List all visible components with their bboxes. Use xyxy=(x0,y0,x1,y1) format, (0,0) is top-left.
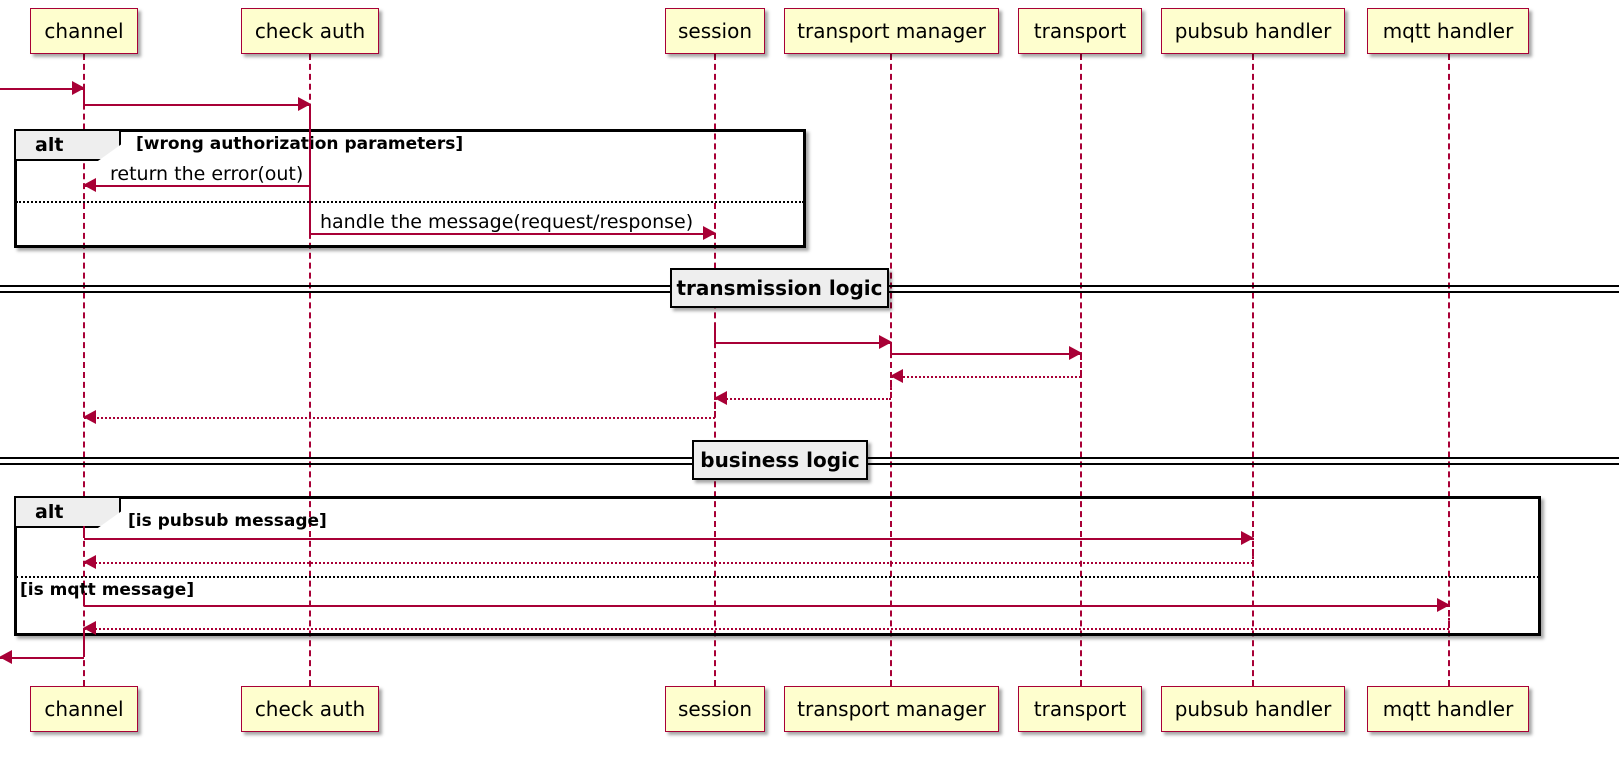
message-arrowhead-m9 xyxy=(1241,531,1254,545)
sep-business: business logic xyxy=(692,440,868,480)
message-arrowhead-m1 xyxy=(298,97,311,111)
group-tag-alt-auth: alt xyxy=(16,131,121,161)
message-shaft-m6 xyxy=(891,376,1081,378)
message-shaft-m12 xyxy=(84,628,1449,630)
message-shaft-m3 xyxy=(310,233,715,235)
riser-session-channel xyxy=(714,398,716,417)
participant-bottom-pubsub-handler[interactable]: pubsub handler xyxy=(1161,686,1345,732)
lifeline-channel xyxy=(83,54,85,686)
message-arrowhead-m8 xyxy=(83,410,96,424)
sep-transmission: transmission logic xyxy=(670,268,889,308)
riser-checkauth-channel xyxy=(309,104,311,185)
riser-channel-checkauth xyxy=(83,88,85,104)
message-arrowhead-m3 xyxy=(703,226,716,240)
lifeline-session xyxy=(714,54,716,686)
lifeline-check-auth xyxy=(309,54,311,686)
group-condition-alt-business-0: [is pubsub message] xyxy=(128,511,327,531)
group-alt-business xyxy=(14,496,1541,636)
riser-mqtt-channel xyxy=(1448,605,1450,628)
message-shaft-m9 xyxy=(84,538,1253,540)
message-shaft-m1 xyxy=(84,104,310,106)
group-condition-alt-business-1: [is mqtt message] xyxy=(20,580,195,600)
message-arrowhead-m11 xyxy=(1437,598,1450,612)
participant-bottom-channel[interactable]: channel xyxy=(30,686,138,732)
participant-bottom-mqtt-handler[interactable]: mqtt handler xyxy=(1367,686,1529,732)
participant-top-transport-manager[interactable]: transport manager xyxy=(784,8,999,54)
riser-transport-tm xyxy=(1080,353,1082,376)
message-arrowhead-m12 xyxy=(83,621,96,635)
group-divider-alt-auth-0 xyxy=(16,201,804,203)
group-tag-alt-business: alt xyxy=(16,498,121,528)
riser-channel-pubsub xyxy=(83,526,85,538)
riser-checkauth-session xyxy=(309,185,311,233)
lifeline-mqtt-handler xyxy=(1448,54,1450,686)
message-arrowhead-m13 xyxy=(0,650,12,664)
message-label-m2: return the error(out) xyxy=(110,163,304,185)
message-shaft-m11 xyxy=(84,605,1449,607)
participant-bottom-transport[interactable]: transport xyxy=(1018,686,1142,732)
message-arrowhead-m0 xyxy=(72,81,85,95)
message-shaft-m7 xyxy=(715,398,891,400)
riser-tm-transport xyxy=(890,342,892,353)
message-shaft-m0 xyxy=(0,88,84,90)
participant-bottom-check-auth[interactable]: check auth xyxy=(241,686,379,732)
participant-top-channel[interactable]: channel xyxy=(30,8,138,54)
message-shaft-m5 xyxy=(891,353,1081,355)
message-arrowhead-m4 xyxy=(879,335,892,349)
riser-channel-mqtt xyxy=(83,593,85,605)
message-shaft-m4 xyxy=(715,342,891,344)
riser-channel-exit xyxy=(83,628,85,657)
message-arrowhead-m6 xyxy=(890,369,903,383)
group-divider-alt-business-0 xyxy=(16,576,1539,578)
message-label-m3: handle the message(request/response) xyxy=(320,211,694,233)
message-shaft-m8 xyxy=(84,417,715,419)
message-arrowhead-m2 xyxy=(83,178,96,192)
participant-top-pubsub-handler[interactable]: pubsub handler xyxy=(1161,8,1345,54)
message-arrowhead-m5 xyxy=(1069,346,1082,360)
participant-bottom-session[interactable]: session xyxy=(665,686,765,732)
riser-tm-session xyxy=(890,376,892,398)
participant-top-transport[interactable]: transport xyxy=(1018,8,1142,54)
participant-top-check-auth[interactable]: check auth xyxy=(241,8,379,54)
message-shaft-m10 xyxy=(84,562,1253,564)
riser-pubsub-channel xyxy=(1252,538,1254,562)
message-arrowhead-m10 xyxy=(83,555,96,569)
message-shaft-m13 xyxy=(0,657,84,659)
lifeline-pubsub-handler xyxy=(1252,54,1254,686)
message-arrowhead-m7 xyxy=(714,391,727,405)
participant-bottom-transport-manager[interactable]: transport manager xyxy=(784,686,999,732)
group-alt-auth xyxy=(14,129,806,248)
riser-session-tm xyxy=(714,325,716,342)
message-shaft-m2 xyxy=(84,185,310,187)
group-condition-alt-auth-0: [wrong authorization parameters] xyxy=(136,134,464,154)
participant-top-session[interactable]: session xyxy=(665,8,765,54)
participant-top-mqtt-handler[interactable]: mqtt handler xyxy=(1367,8,1529,54)
